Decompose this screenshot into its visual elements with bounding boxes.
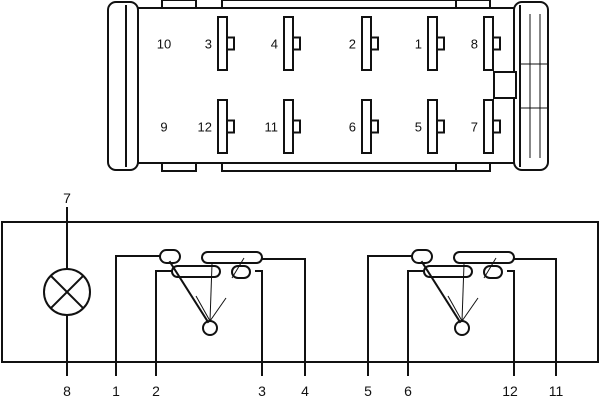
connector-pin-7: 7 [471, 99, 501, 154]
connector-housing [107, 0, 549, 172]
connector-pin-8: 8 [471, 16, 501, 71]
schematic-frame [1, 221, 599, 363]
switch-1-contact-4 [201, 251, 263, 264]
indicator-lamp [43, 207, 91, 376]
switch-2-pivot [454, 320, 470, 336]
terminal-label-1: 1 [112, 383, 120, 399]
left-latch [107, 1, 139, 171]
connector-pin-12: 12 [198, 99, 235, 154]
switch-2-contact-11 [453, 251, 515, 264]
switch-2-contact-12 [483, 265, 503, 279]
connector-pin-3: 3 [205, 16, 235, 71]
pin-label-12: 12 [198, 120, 212, 135]
pin-label-2: 2 [349, 37, 356, 52]
connector-pin-4: 4 [271, 16, 301, 71]
connector-pin-6: 6 [349, 99, 379, 154]
terminal-label-12: 12 [502, 383, 518, 399]
switch-2 [367, 249, 557, 376]
switch-1-contact-3 [231, 265, 251, 279]
connector-top-row: 10 3 4 2 1 8 [157, 16, 501, 71]
side-key-notch [493, 71, 517, 99]
terminal-label-3: 3 [258, 383, 266, 399]
housing-body [135, 7, 517, 164]
pin-label-1: 1 [415, 37, 422, 52]
pin-label-8: 8 [471, 37, 478, 52]
terminal-label-4: 4 [301, 383, 309, 399]
pin-label-10: 10 [157, 37, 171, 52]
switch-1-pivot [202, 320, 218, 336]
connector-pin-1: 1 [415, 16, 445, 71]
terminal-label-5: 5 [364, 383, 372, 399]
pin-label-11: 11 [265, 120, 279, 135]
terminal-label-6: 6 [404, 383, 412, 399]
pin-label-5: 5 [415, 120, 422, 135]
terminal-label-2: 2 [152, 383, 160, 399]
lamp-terminal-label: 7 [63, 190, 71, 206]
pin-label-9: 9 [160, 120, 167, 135]
pin-label-7: 7 [471, 120, 478, 135]
connector-pin-2: 2 [349, 16, 379, 71]
terminal-label-8: 8 [63, 383, 71, 399]
pin-label-4: 4 [271, 37, 278, 52]
switch-2-contact-6 [423, 265, 473, 278]
connector-bottom-row: 9 12 11 6 5 7 [160, 99, 501, 154]
connector-pin-5: 5 [415, 99, 445, 154]
pin-label-3: 3 [205, 37, 212, 52]
switch-1-contact-2 [171, 265, 221, 278]
terminal-label-11: 11 [549, 383, 564, 399]
connector-pin-11: 11 [265, 99, 301, 154]
switch-1 [115, 249, 306, 376]
pin-label-6: 6 [349, 120, 356, 135]
